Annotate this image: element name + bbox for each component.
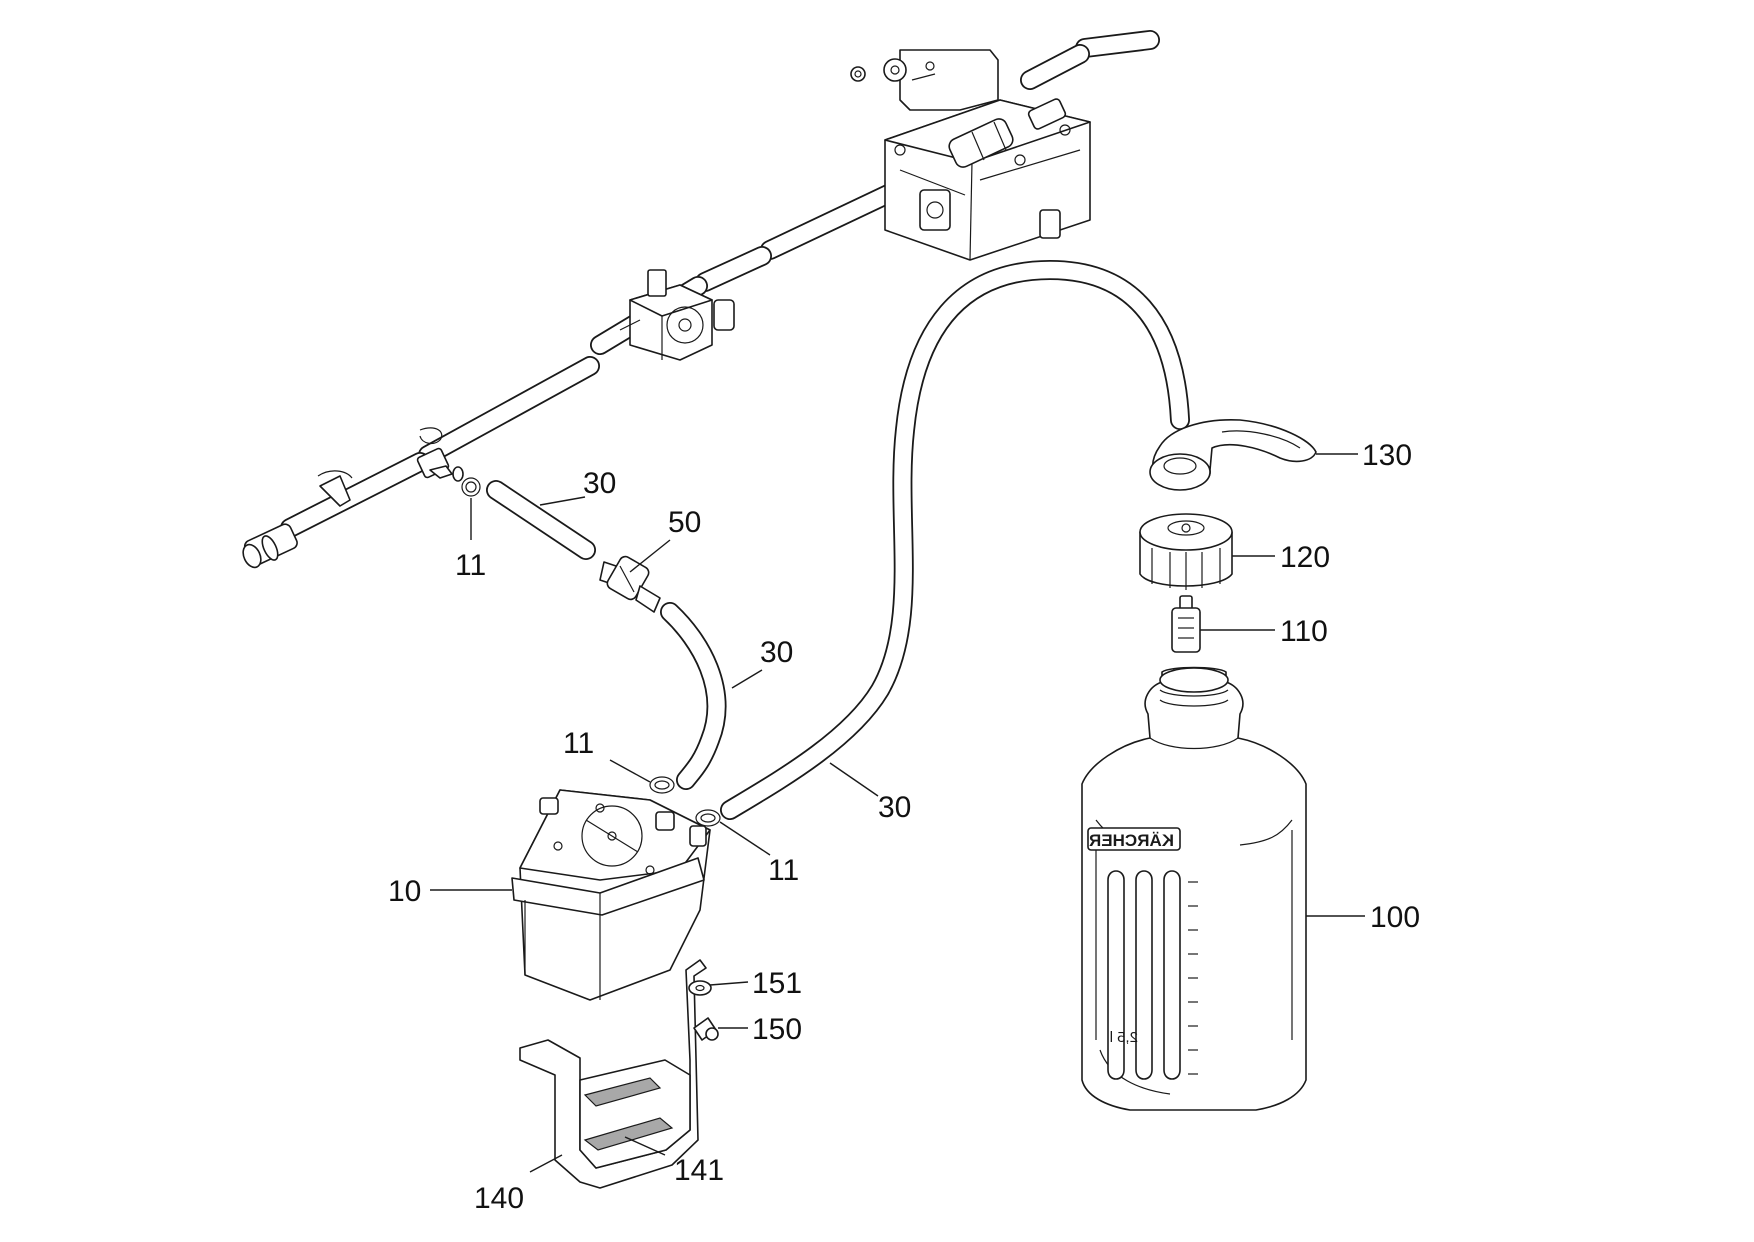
callout-50: 50 bbox=[668, 506, 701, 539]
callout-130: 130 bbox=[1362, 439, 1412, 472]
lid-130 bbox=[1149, 419, 1317, 491]
main-hose-assembly bbox=[242, 30, 1160, 569]
callout-30-top: 30 bbox=[583, 467, 616, 500]
wing-nut-150 bbox=[693, 1017, 719, 1041]
screw-cap-120 bbox=[1139, 513, 1233, 590]
callout-30-long: 30 bbox=[878, 791, 911, 824]
callout-labels: 130 120 110 30 50 11 30 11 30 11 10 100 … bbox=[388, 439, 1420, 1215]
canister-volume-label: 2,5 l bbox=[1110, 1029, 1138, 1046]
clamp-11-mid bbox=[649, 776, 675, 794]
callout-30-mid: 30 bbox=[760, 636, 793, 669]
leader-11-mid bbox=[609, 759, 651, 783]
leader-30-long bbox=[829, 762, 879, 797]
flow-valve-block bbox=[619, 269, 735, 361]
callout-150: 150 bbox=[752, 1013, 802, 1046]
callout-141: 141 bbox=[674, 1154, 724, 1187]
hose-piece-30-long bbox=[720, 260, 1190, 820]
callout-11-top: 11 bbox=[455, 549, 486, 582]
callout-110: 110 bbox=[1280, 615, 1328, 648]
leader-50 bbox=[629, 539, 671, 573]
holder-bracket-140 bbox=[519, 959, 707, 1189]
hose-piece-30-top bbox=[486, 480, 596, 560]
mounting-bracket-top bbox=[850, 49, 999, 111]
clamp-11-right bbox=[695, 809, 721, 827]
callout-140: 140 bbox=[474, 1182, 524, 1215]
tee-fitting bbox=[416, 447, 464, 482]
canister-brand-logo: KÄRCHER bbox=[1089, 831, 1174, 850]
leader-151 bbox=[709, 981, 749, 986]
leader-30-mid bbox=[731, 669, 763, 689]
callout-120: 120 bbox=[1280, 541, 1330, 574]
quick-coupling-left bbox=[242, 523, 298, 569]
washer-151 bbox=[688, 980, 712, 996]
leader-30-top bbox=[539, 496, 586, 506]
callout-100: 100 bbox=[1370, 901, 1420, 934]
connector-50 bbox=[599, 555, 661, 613]
detergent-canister-100: KÄRCHER 2,5 l bbox=[1081, 666, 1307, 1111]
hose-piece-30-mid bbox=[660, 602, 727, 790]
leader-11-right bbox=[719, 821, 771, 856]
suction-filter-110 bbox=[1171, 595, 1201, 653]
callout-11-right: 11 bbox=[768, 854, 799, 887]
inline-coupling-top bbox=[948, 98, 1067, 168]
leader-lines bbox=[430, 453, 1365, 1173]
leader-141 bbox=[624, 1136, 666, 1156]
callout-11-mid: 11 bbox=[563, 727, 594, 760]
leader-140 bbox=[529, 1154, 563, 1173]
callout-151: 151 bbox=[752, 967, 802, 1000]
clamp-11-top bbox=[461, 477, 481, 497]
dosing-pump-10 bbox=[511, 789, 711, 1001]
callout-10: 10 bbox=[388, 875, 421, 908]
